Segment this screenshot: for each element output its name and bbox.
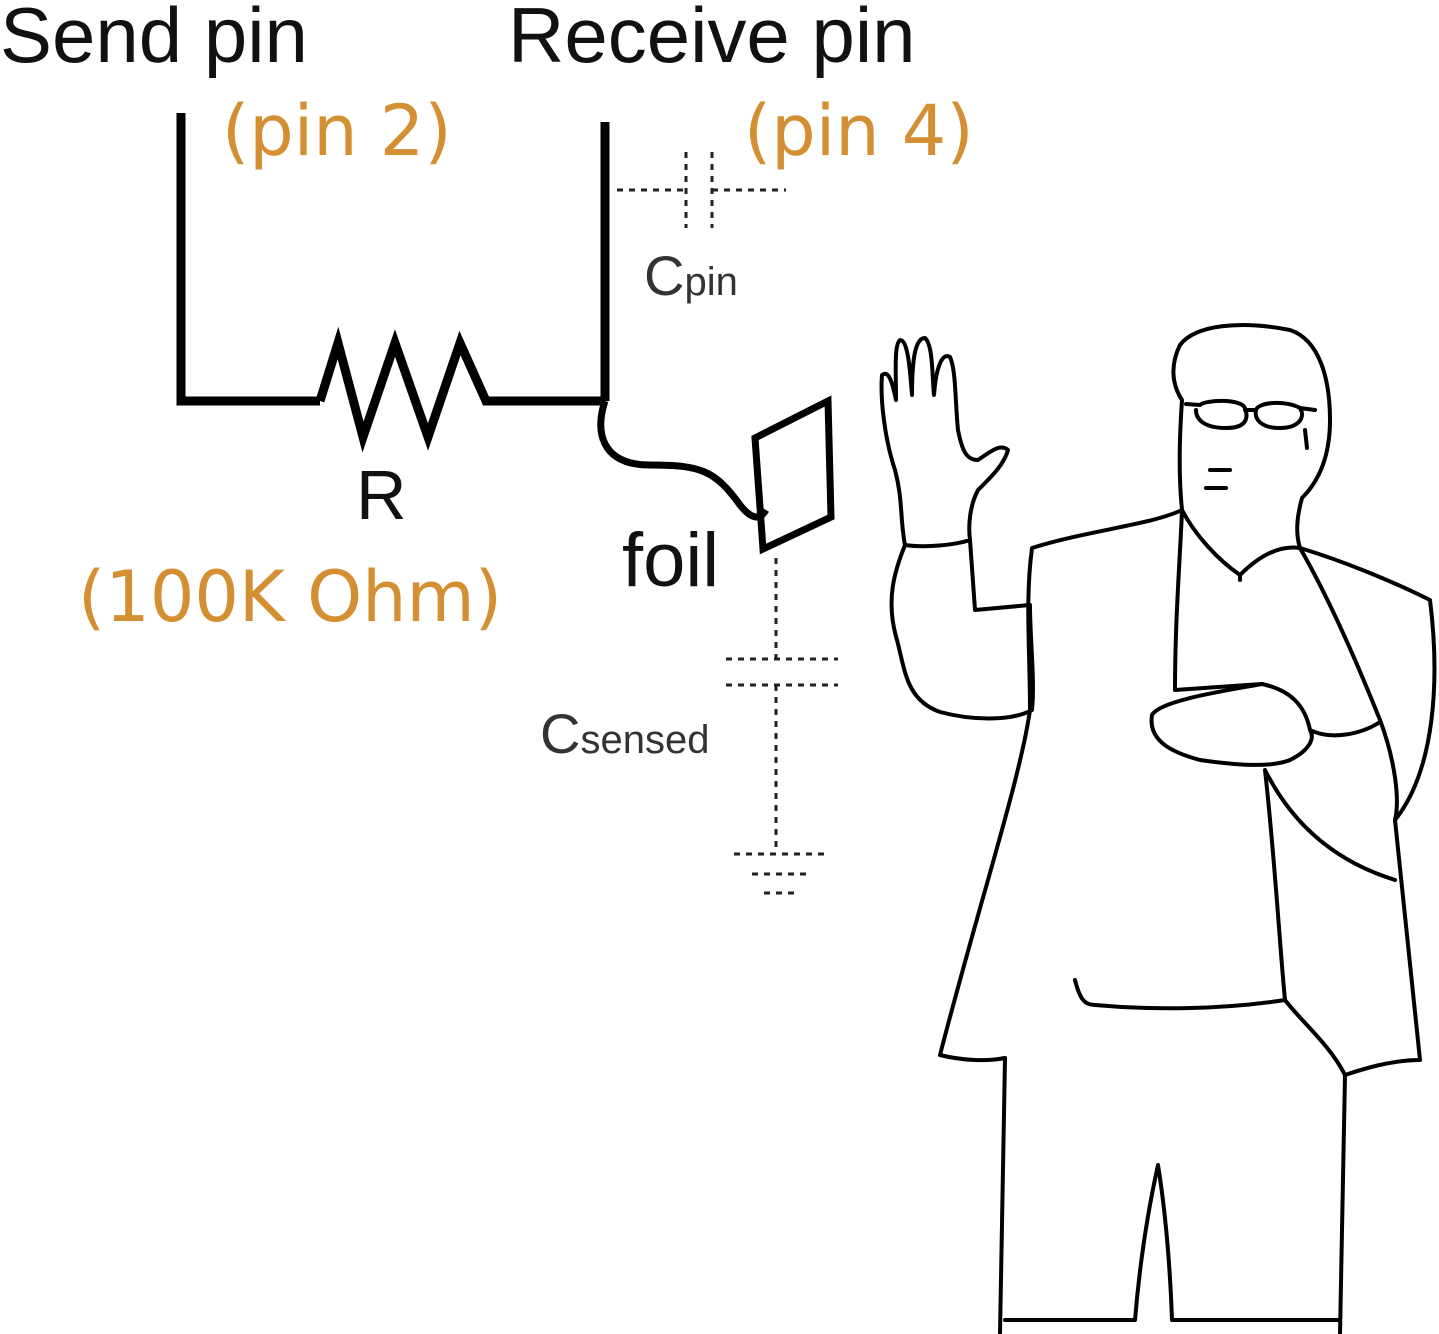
raised-hand <box>879 336 1010 549</box>
cpin-subscript: pin <box>684 260 738 304</box>
head <box>1171 323 1332 550</box>
foil-lead-wire <box>597 399 770 521</box>
receive-pin-number-label: (pin 4) <box>744 90 974 172</box>
lapel-left <box>1173 508 1264 692</box>
folded-arm <box>1149 682 1382 767</box>
forearm-lower <box>1263 768 1397 1002</box>
glasses <box>1184 398 1317 430</box>
cpin-capacitor <box>617 152 786 228</box>
collar <box>1180 508 1302 582</box>
cpin-label: Cpin <box>644 248 738 304</box>
ground-symbol <box>734 852 828 895</box>
resistor-value-label: (100K Ohm) <box>78 556 503 638</box>
shirt-hem <box>1073 978 1347 1077</box>
jacket <box>938 508 1437 1334</box>
foil-plate <box>751 395 835 555</box>
resistor-symbol <box>315 326 605 453</box>
csensed-label: Csensed <box>540 706 709 762</box>
csensed-subscript: sensed <box>580 718 710 762</box>
csensed-capacitor <box>726 558 838 852</box>
foil-label: foil <box>622 518 720 603</box>
face-details <box>1204 428 1309 490</box>
send-pin-label: Send pin <box>0 0 308 79</box>
cpin-main-text: C <box>644 244 685 307</box>
send-pin-wire <box>176 113 320 406</box>
send-pin-number-label: (pin 2) <box>222 90 452 172</box>
raised-arm <box>889 538 1035 721</box>
legs <box>1003 1163 1342 1322</box>
person-illustration <box>879 323 1437 1334</box>
receive-pin-label: Receive pin <box>508 0 916 79</box>
csensed-main-text: C <box>540 702 581 765</box>
lapel-right <box>1298 546 1399 822</box>
resistor-label: R <box>356 456 407 534</box>
